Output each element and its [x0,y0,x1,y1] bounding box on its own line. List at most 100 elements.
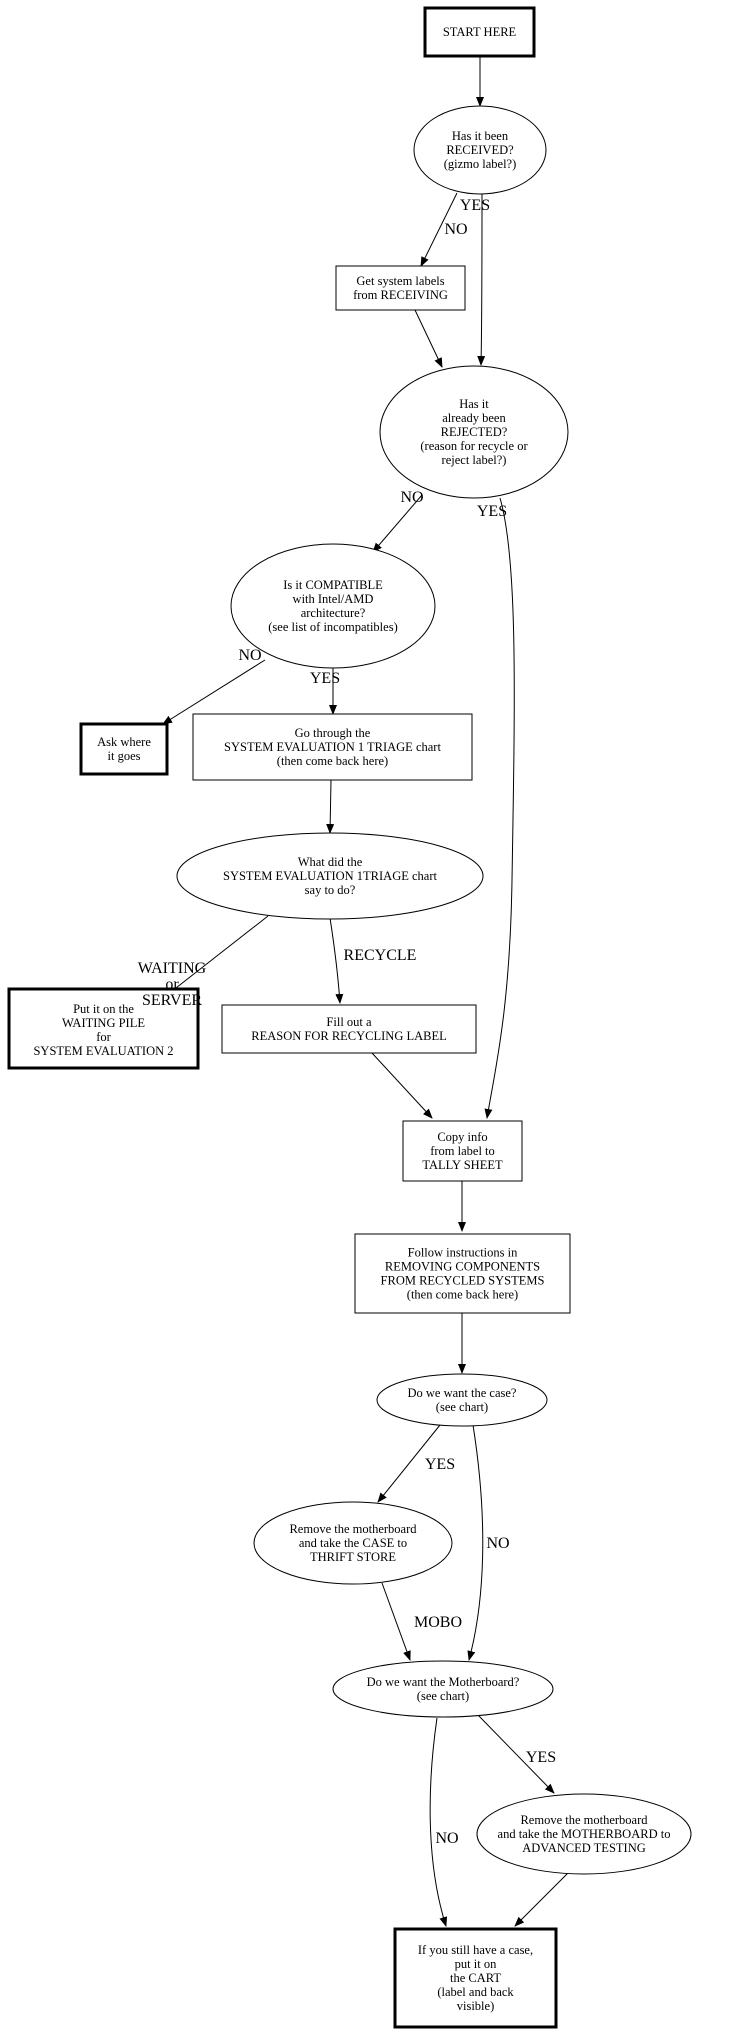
text-line: put it on [455,1957,497,1971]
text-line: WAITING PILE [62,1016,145,1030]
edge-label-mobo: MOBO [414,1614,462,1631]
text-line: (label and back [437,1985,514,1999]
text-line: RECYCLE [344,947,417,964]
text-line: SYSTEM EVALUATION 1 TRIAGE chart [224,740,441,754]
edge-wantmobo-removemobo [477,1714,555,1794]
edge-label-received-no: NO [444,221,467,238]
text-line: and take the CASE to [299,1536,407,1550]
text-line: NO [444,221,467,238]
text-line: from RECEIVING [353,288,448,302]
text-line: (see list of incompatibles) [268,620,397,634]
text-line: SYSTEM EVALUATION 1TRIAGE chart [223,869,438,883]
text-line: Has it been [452,129,509,143]
edge-label-compatible-yes: YES [310,670,340,687]
text-line: Get system labels [356,274,444,288]
text-line: Go through the [295,726,371,740]
text-line: TALLY SHEET [422,1158,503,1172]
edge-wantcase-wantmobo [467,1424,484,1661]
text-line: Do we want the case? [408,1386,517,1400]
text-line: YES [310,670,340,687]
text-line: If you still have a case, [418,1943,533,1957]
edge-label-rejected-no: NO [400,489,423,506]
text-line: Remove the motherboard [520,1813,648,1827]
text-line: REMOVING COMPONENTS [385,1260,540,1274]
text-line: already been [442,411,506,425]
edges [162,56,569,1927]
edge-triage-whatdid [326,779,335,834]
text-line: SYSTEM EVALUATION 2 [33,1044,173,1058]
text-line: Follow instructions in [408,1246,518,1260]
text-line: Remove the motherboard [289,1522,417,1536]
text-line: Ask where [97,735,151,749]
edge-label-compatible-no: NO [238,647,261,664]
edge-whatdid-filllabel [329,917,344,1004]
text-line: (see chart) [417,1689,469,1703]
text-line: say to do? [305,883,356,897]
edge-whatdid-waiting [166,915,269,996]
text-line: (then come back here) [277,754,388,768]
text-line: THRIFT STORE [310,1550,396,1564]
text-line: or [165,976,179,993]
node-label-wantmobo: Do we want the Motherboard?(see chart) [367,1675,520,1703]
text-line: Do we want the Motherboard? [367,1675,520,1689]
text-line: the CART [450,1971,501,1985]
text-line: NO [400,489,423,506]
edge-filllabel-copyinfo [371,1052,433,1119]
edge-removemobo-cart [514,1872,569,1927]
edge-label-recycle: RECYCLE [344,947,417,964]
text-line: visible) [457,1999,495,2013]
edge-label-wantcase-yes: YES [425,1456,455,1473]
text-line: YES [526,1749,556,1766]
text-line: NO [486,1535,509,1552]
text-line: START HERE [443,25,517,39]
text-line: Has it [459,397,489,411]
edge-label-wantcase-no: NO [486,1535,509,1552]
text-line: YES [460,197,490,214]
text-line: What did the [298,855,363,869]
text-line: with Intel/AMD [293,592,374,606]
text-line: Copy info [437,1130,487,1144]
text-line: architecture? [301,606,366,620]
text-line: Fill out a [326,1015,372,1029]
edge-label-rejected-yes: YES [477,503,507,520]
text-line: RECEIVED? [446,143,514,157]
text-line: YES [425,1456,455,1473]
node-label-start: START HERE [443,25,517,39]
edge-wantmobo-cart [429,1717,448,1927]
text-line: YES [477,503,507,520]
edge-label-received-yes: YES [460,197,490,214]
edge-label-wantmobo-no: NO [435,1830,458,1847]
edge-rejected-compatible [372,494,423,553]
node-label-wantcase: Do we want the case?(see chart) [408,1386,517,1414]
edge-compatible-askwhere [162,659,266,725]
text-line: (see chart) [436,1400,488,1414]
